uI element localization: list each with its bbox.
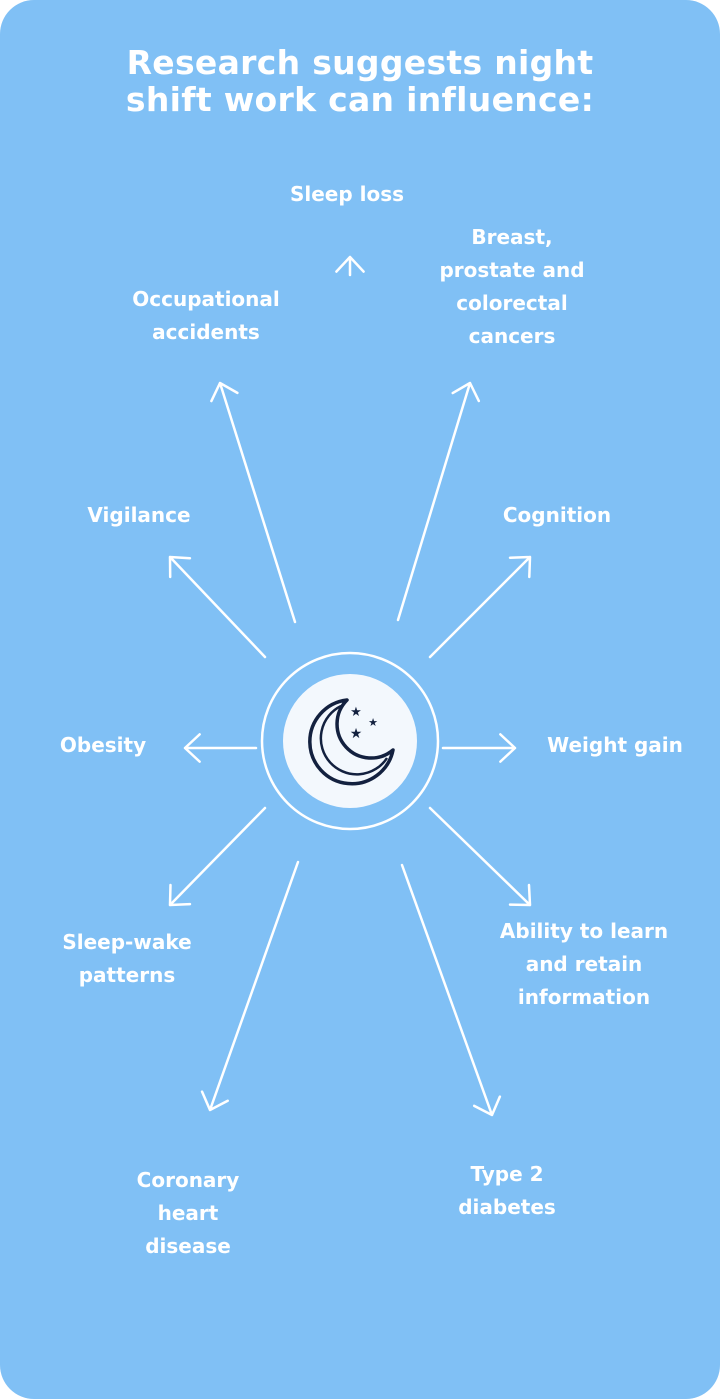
label-line: and retain: [525, 952, 643, 976]
moon-and-stars-icon: ★ ★ ★: [308, 698, 395, 786]
label-diabetes: Type 2 diabetes: [458, 1158, 556, 1224]
label-line: Vigilance: [87, 503, 191, 527]
svg-text:★: ★: [368, 716, 378, 729]
label-weight-gain: Weight gain: [547, 729, 683, 762]
label-line: Obesity: [59, 733, 147, 757]
arrow-sleep-loss: [335, 255, 365, 277]
label-vigilance: Vigilance: [87, 499, 190, 532]
arrow-weight-gain: [441, 733, 517, 763]
label-line: Cognition: [502, 503, 612, 527]
label-line: Weight gain: [547, 733, 683, 757]
label-line: disease: [145, 1234, 231, 1258]
title-line: shift work can influence:: [125, 80, 595, 119]
label-line: Coronary: [136, 1168, 240, 1192]
arrow-coronary: [200, 860, 300, 1112]
svg-text:★: ★: [350, 726, 363, 742]
svg-text:★: ★: [350, 705, 362, 720]
label-line: cancers: [468, 324, 556, 348]
label-line: prostate and: [439, 258, 585, 282]
arrow-diabetes: [400, 863, 502, 1117]
label-learning: Ability to learn and retain information: [500, 915, 668, 1014]
label-cognition: Cognition: [503, 499, 611, 532]
label-occupational-accidents: Occupational accidents: [132, 283, 280, 349]
label-cancers: Breast, prostate and colorectal cancers: [439, 221, 584, 353]
label-line: Sleep loss: [289, 182, 405, 206]
label-line: Ability to learn: [499, 919, 669, 943]
label-line: accidents: [152, 320, 260, 344]
label-sleep-loss: Sleep loss: [290, 178, 404, 211]
arrow-sleep-wake: [168, 806, 267, 907]
arrow-learning: [428, 806, 532, 907]
label-line: patterns: [78, 963, 176, 987]
arrow-cancers: [396, 381, 481, 622]
label-coronary: Coronary heart disease: [137, 1164, 240, 1263]
outer-ring: [260, 651, 440, 831]
label-line: heart: [157, 1201, 219, 1225]
label-line: diabetes: [458, 1195, 556, 1219]
arrow-cognition: [428, 555, 532, 659]
label-line: Occupational: [132, 287, 280, 311]
arrow-obesity: [183, 733, 258, 763]
page-title: Research suggests night shift work can i…: [0, 44, 720, 118]
label-line: Sleep-wake: [62, 930, 192, 954]
label-obesity: Obesity: [60, 729, 146, 762]
label-line: information: [517, 985, 651, 1009]
label-sleep-wake: Sleep-wake patterns: [62, 926, 191, 992]
title-line: Research suggests night: [126, 43, 594, 82]
label-line: Type 2: [470, 1162, 544, 1186]
arrow-occupational: [210, 381, 297, 624]
label-line: colorectal: [456, 291, 568, 315]
label-line: Breast,: [471, 225, 553, 249]
icon-background: [283, 674, 417, 808]
arrow-vigilance: [168, 555, 267, 659]
